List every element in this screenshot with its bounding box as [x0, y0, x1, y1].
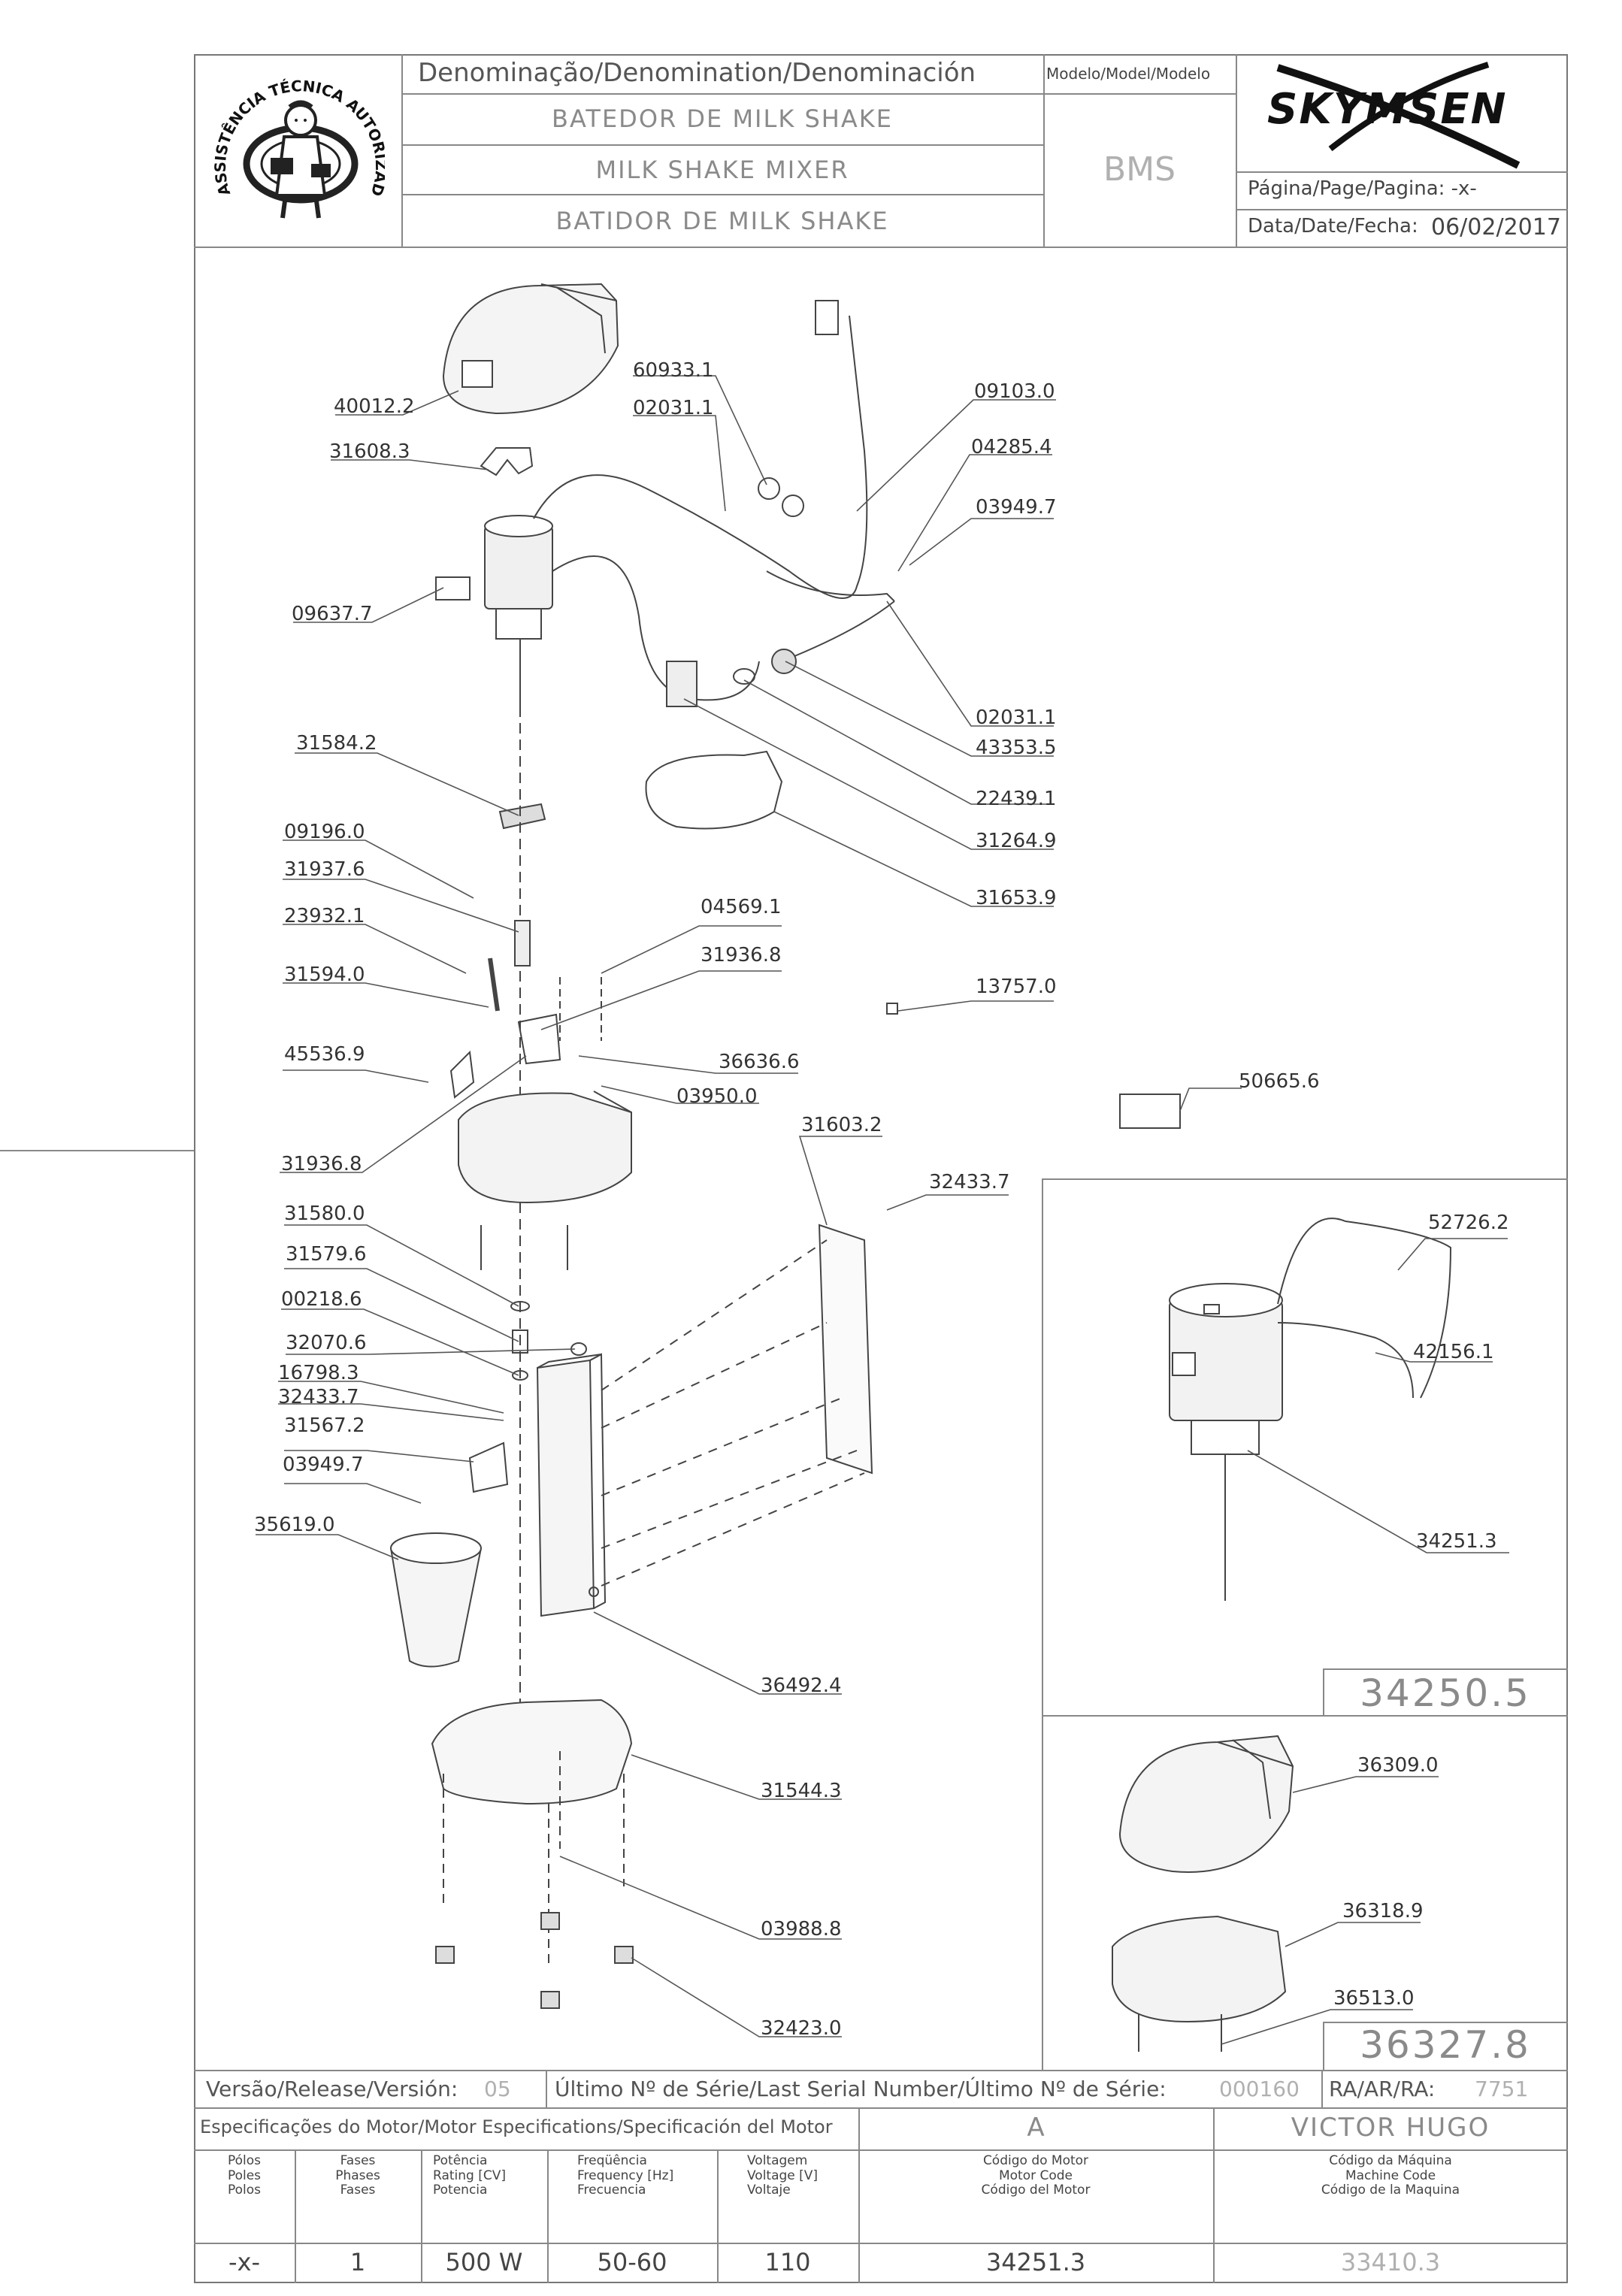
ra-label: RA/AR/RA:	[1329, 2077, 1436, 2101]
col-voltage: Voltagem Voltage [V] Voltaje	[747, 2153, 819, 2198]
part-number[interactable]: 31594.0	[284, 963, 365, 986]
part-number[interactable]: 09103.0	[974, 380, 1055, 403]
part-number[interactable]: 00218.6	[281, 1288, 362, 1311]
part-number[interactable]: 31936.8	[281, 1153, 362, 1175]
part-number[interactable]: 31567.2	[284, 1414, 365, 1437]
part-number[interactable]: 36513.0	[1333, 1987, 1415, 2010]
release-label: Versão/Release/Versión:	[206, 2077, 458, 2101]
val-motor-code: 34251.3	[985, 2248, 1086, 2276]
part-number[interactable]: 42156.1	[1413, 1341, 1494, 1363]
part-number[interactable]: 36318.9	[1342, 1900, 1424, 1922]
motor-spec-label: Especificações do Motor/Motor Especifica…	[200, 2116, 833, 2137]
part-number[interactable]: 35619.0	[254, 1514, 335, 1536]
part-number[interactable]: 32433.7	[929, 1171, 1010, 1193]
part-number[interactable]: 16798.3	[278, 1362, 359, 1384]
col-machine-code: Código da Máquina Machine Code Código de…	[1321, 2153, 1460, 2198]
part-number[interactable]: 02031.1	[976, 706, 1057, 729]
part-number[interactable]: 50665.6	[1239, 1070, 1320, 1093]
part-number[interactable]: 32423.0	[761, 2017, 842, 2040]
model-label: Modelo/Model/Modelo	[1046, 65, 1211, 83]
part-number[interactable]: 32070.6	[286, 1332, 367, 1354]
part-number[interactable]: 04569.1	[701, 896, 782, 918]
part-number[interactable]: 02031.1	[633, 397, 714, 419]
part-number[interactable]: 31264.9	[976, 830, 1057, 852]
col-frequency: Freqüência Frequency [Hz] Frecuencia	[577, 2153, 674, 2198]
part-number[interactable]: 31608.3	[329, 440, 410, 463]
part-number[interactable]: 03949.7	[976, 496, 1057, 519]
part-number[interactable]: 34251.3	[1416, 1530, 1497, 1553]
part-number[interactable]: 43353.5	[976, 737, 1057, 759]
part-number[interactable]: 40012.2	[334, 395, 415, 418]
kit-code-motor: 34250.5	[1360, 1671, 1531, 1715]
val-machine-code: 33410.3	[1340, 2248, 1441, 2276]
name-pt: BATEDOR DE MILK SHAKE	[552, 104, 893, 133]
part-number[interactable]: 09196.0	[284, 821, 365, 843]
part-number[interactable]: 31580.0	[284, 1202, 365, 1225]
part-number[interactable]: 36492.4	[761, 1674, 842, 1697]
col-motor-code: Código do Motor Motor Code Código del Mo…	[981, 2153, 1091, 2198]
part-number[interactable]: 36636.6	[719, 1051, 800, 1073]
date-value: 06/02/2017	[1431, 214, 1561, 240]
name-en: MILK SHAKE MIXER	[595, 156, 849, 184]
part-number[interactable]: 04285.4	[971, 436, 1052, 458]
part-number[interactable]: 23932.1	[284, 905, 365, 927]
part-number[interactable]: 31544.3	[761, 1780, 842, 1802]
assistencia-logo: ASSISTÊNCIA TÉCNICA AUTORIZADA	[212, 68, 385, 233]
serial-value: 000160	[1219, 2077, 1300, 2101]
part-number[interactable]: 32433.7	[278, 1386, 359, 1408]
release-value: 05	[484, 2077, 511, 2101]
part-number[interactable]: 60933.1	[633, 359, 714, 382]
part-number[interactable]: 03949.7	[283, 1454, 364, 1476]
drawing-frame	[194, 54, 1568, 2283]
part-number[interactable]: 31579.6	[286, 1243, 367, 1266]
col-poles: Pólos Poles Polos	[227, 2153, 262, 2198]
col-power: Potência Rating [CV] Potencia	[433, 2153, 506, 2198]
part-number[interactable]: 52726.2	[1428, 1212, 1509, 1234]
serial-label: Último Nº de Série/Last Serial Number/Úl…	[555, 2077, 1167, 2101]
part-number[interactable]: 31936.8	[701, 944, 782, 966]
val-poles: -x-	[228, 2248, 261, 2276]
model-value: BMS	[1103, 150, 1176, 189]
part-number[interactable]: 09637.7	[292, 603, 373, 625]
part-number[interactable]: 03988.8	[761, 1918, 842, 1941]
brand-swoosh	[1248, 60, 1563, 173]
left-margin-line	[0, 1150, 194, 1151]
part-number[interactable]: 36309.0	[1357, 1754, 1439, 1777]
part-number[interactable]: 03950.0	[676, 1085, 758, 1108]
part-number[interactable]: 31653.9	[976, 887, 1057, 909]
page-label: Página/Page/Pagina: -x-	[1248, 177, 1477, 200]
part-number[interactable]: 13757.0	[976, 976, 1057, 998]
val-phases: 1	[350, 2248, 366, 2276]
name-es: BATIDOR DE MILK SHAKE	[555, 207, 889, 235]
part-number[interactable]: 31937.6	[284, 858, 365, 881]
ra-value: 7751	[1475, 2077, 1529, 2101]
col-phases: Fases Phases Fases	[335, 2153, 380, 2198]
part-number[interactable]: 31584.2	[296, 732, 377, 755]
val-frequency: 50-60	[597, 2248, 667, 2276]
val-voltage: 110	[764, 2248, 811, 2276]
part-number[interactable]: 31603.2	[801, 1114, 882, 1136]
kit-code-body: 36327.8	[1360, 2023, 1531, 2067]
part-number[interactable]: 22439.1	[976, 788, 1057, 810]
val-power: 500 W	[445, 2248, 523, 2276]
part-number[interactable]: 45536.9	[284, 1043, 365, 1066]
date-label: Data/Date/Fecha:	[1248, 215, 1418, 237]
revision-value: A	[1027, 2113, 1045, 2143]
author-value: VICTOR HUGO	[1291, 2113, 1490, 2143]
denomination-label: Denominação/Denomination/Denominación	[418, 58, 976, 88]
